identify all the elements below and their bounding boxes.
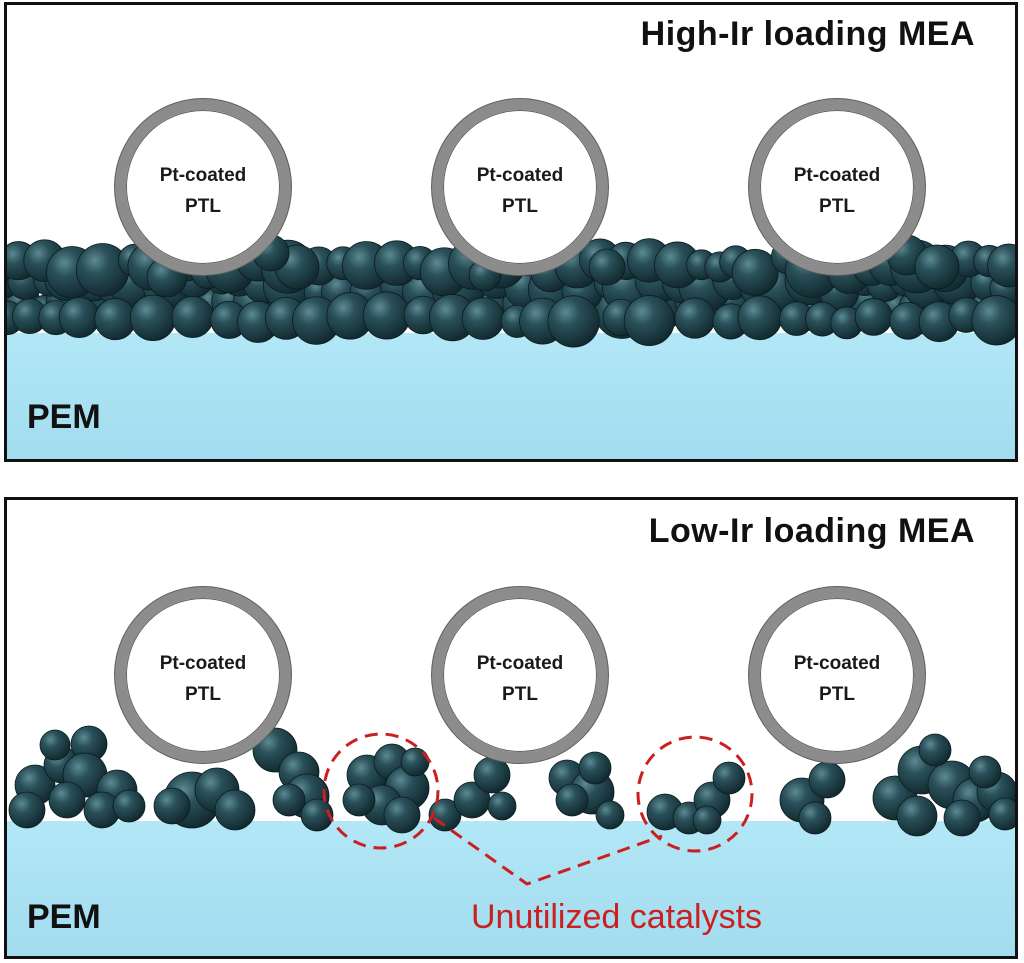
catalyst-particle bbox=[112, 789, 146, 823]
pem-membrane bbox=[7, 333, 1015, 459]
catalyst-particle bbox=[547, 295, 600, 348]
catalyst-layer bbox=[7, 234, 1015, 348]
catalyst-particle bbox=[129, 294, 177, 341]
catalyst-particle bbox=[737, 295, 783, 341]
catalyst-particle bbox=[487, 791, 517, 821]
catalyst-particle bbox=[555, 783, 589, 817]
callout-label: Unutilized catalysts bbox=[471, 898, 763, 936]
catalyst-particle bbox=[943, 799, 981, 837]
unutilized-region-marker bbox=[322, 732, 440, 850]
catalyst-particle bbox=[171, 295, 214, 339]
catalyst-particle bbox=[988, 797, 1015, 831]
catalyst-particle bbox=[674, 297, 716, 339]
panel-title: Low-Ir loading MEA bbox=[648, 512, 975, 550]
catalyst-particle bbox=[595, 800, 625, 830]
catalyst-particle bbox=[914, 244, 960, 290]
unutilized-region-marker bbox=[636, 735, 754, 853]
catalyst-particle bbox=[623, 295, 675, 346]
catalyst-particle bbox=[153, 787, 191, 825]
catalyst-particle bbox=[272, 783, 306, 817]
catalyst-particle bbox=[854, 298, 893, 336]
high-ir-scene bbox=[7, 234, 1015, 459]
catalyst-particle bbox=[588, 248, 626, 286]
catalyst-particle bbox=[94, 298, 137, 341]
catalyst-particle bbox=[362, 291, 411, 340]
catalyst-particle bbox=[58, 296, 100, 339]
catalyst-particle bbox=[968, 755, 1002, 789]
catalyst-particle bbox=[578, 751, 612, 785]
catalyst-particle bbox=[383, 796, 421, 834]
catalyst-particle bbox=[712, 761, 746, 795]
catalyst-layer bbox=[8, 725, 1015, 837]
catalyst-particle bbox=[798, 801, 832, 835]
catalyst-particle bbox=[8, 791, 46, 829]
catalyst-particle bbox=[971, 295, 1015, 346]
catalyst-particle bbox=[731, 248, 779, 296]
catalyst-particle bbox=[473, 756, 511, 794]
callout-leader-line bbox=[433, 816, 663, 886]
catalyst-particle bbox=[39, 729, 71, 761]
catalyst-particle bbox=[48, 781, 86, 819]
low-ir-panel: Low-Ir loading MEA PEM Unutilized cataly… bbox=[4, 497, 1018, 959]
catalyst-particle bbox=[896, 795, 938, 837]
catalyst-particle bbox=[428, 798, 462, 832]
catalyst-particle bbox=[300, 798, 334, 832]
pem-label: PEM bbox=[27, 898, 101, 936]
catalyst-particle bbox=[692, 805, 722, 835]
low-ir-scene bbox=[7, 725, 1015, 956]
pem-membrane bbox=[7, 821, 1015, 956]
catalyst-particle bbox=[342, 783, 376, 817]
catalyst-particle bbox=[808, 761, 846, 799]
pem-label: PEM bbox=[27, 398, 101, 436]
catalyst-particle bbox=[987, 243, 1015, 288]
catalyst-particle bbox=[918, 733, 952, 767]
catalyst-particle bbox=[214, 789, 256, 831]
panel-title: High-Ir loading MEA bbox=[640, 15, 975, 53]
catalyst-particle bbox=[461, 297, 505, 340]
catalyst-particle bbox=[400, 747, 430, 777]
